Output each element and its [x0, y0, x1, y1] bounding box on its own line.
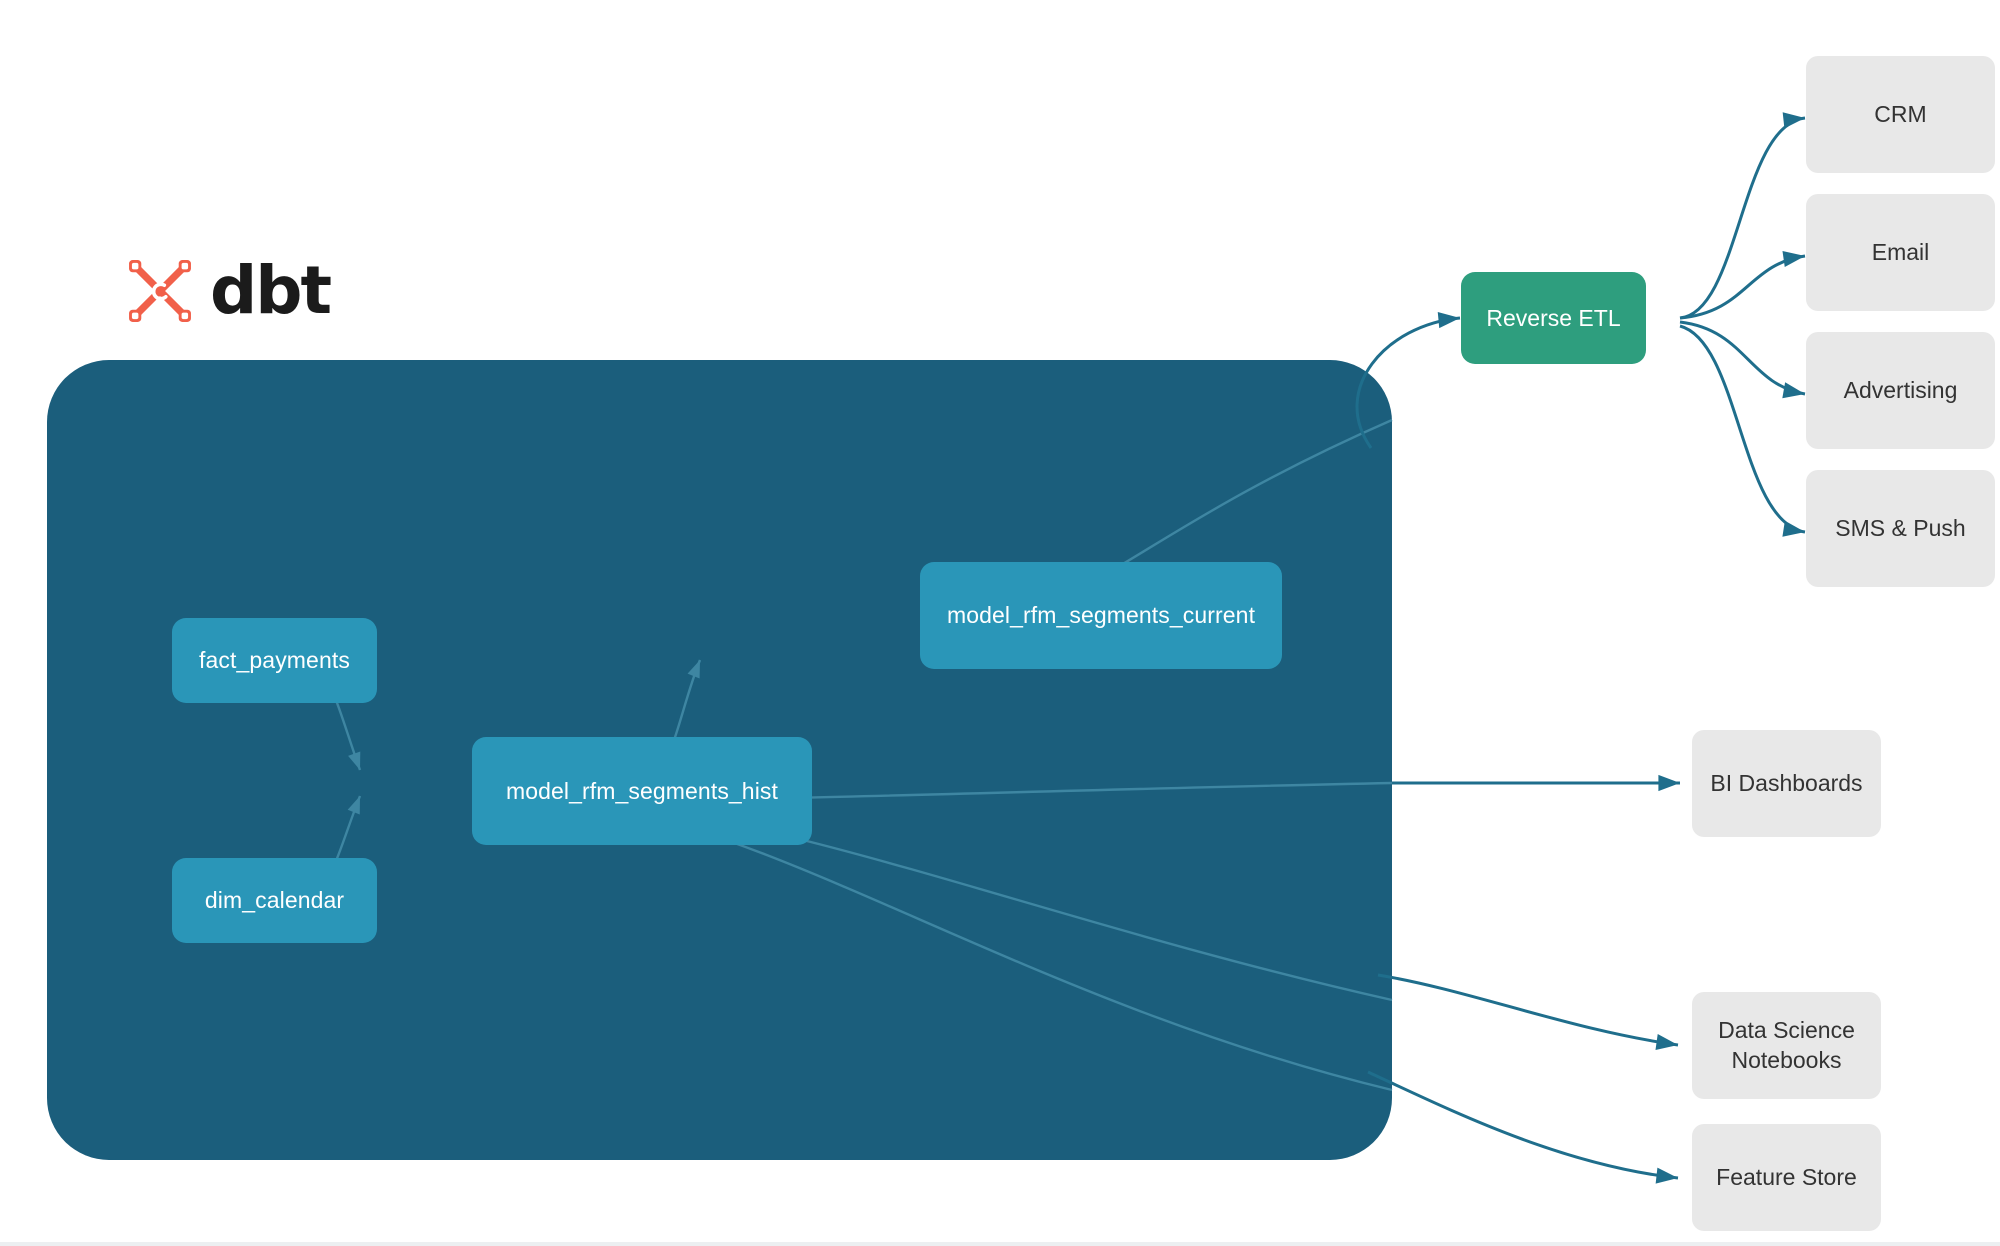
destination-node-feature-store[interactable]: Feature Store: [1692, 1124, 1881, 1231]
model-node-rfm-segments-hist[interactable]: model_rfm_segments_hist: [472, 737, 812, 845]
node-label: fact_payments: [199, 647, 350, 673]
bottom-divider: [0, 1242, 2000, 1246]
destination-node-data-science-notebooks[interactable]: Data Science Notebooks: [1692, 992, 1881, 1099]
node-label: Feature Store: [1716, 1163, 1857, 1190]
dbt-x-pinwheel-icon: [129, 260, 191, 322]
node-label: Reverse ETL: [1486, 304, 1621, 331]
edge-reverse-etl-to-email: [1679, 250, 1806, 320]
edge-container-to-reverse-etl: [1355, 311, 1461, 449]
edge-container-to-feature-store: [1367, 1070, 1679, 1184]
model-node-rfm-segments-current[interactable]: model_rfm_segments_current: [920, 562, 1282, 669]
node-label: model_rfm_segments_current: [946, 602, 1256, 628]
node-label: Advertising: [1843, 376, 1958, 403]
dbt-logo-text: dbt: [210, 252, 332, 329]
internal-edges: [292, 418, 1393, 1092]
node-label: dim_calendar: [204, 887, 345, 913]
edge-reverse-etl-to-crm: [1679, 112, 1806, 320]
dbt-logo: dbt: [124, 252, 332, 329]
edge-container-to-ds-notebooks: [1377, 973, 1679, 1051]
external-edges: [1355, 112, 1806, 1184]
edge-hist-out-fs: [628, 810, 1393, 1092]
destination-node-bi-dashboards[interactable]: BI Dashboards: [1692, 730, 1881, 837]
model-node-fact-payments[interactable]: fact_payments: [172, 618, 377, 703]
node-label: Email: [1871, 238, 1930, 265]
node-label: model_rfm_segments_hist: [505, 777, 779, 804]
model-node-dim-calendar[interactable]: dim_calendar: [172, 858, 377, 943]
edge-reverse-etl-to-sms-push: [1679, 324, 1806, 537]
node-label: CRM: [1874, 100, 1927, 127]
node-label: SMS & Push: [1835, 514, 1966, 541]
reverse-etl-node[interactable]: Reverse ETL: [1461, 272, 1646, 364]
destination-node-sms-push[interactable]: SMS & Push: [1806, 470, 1995, 587]
destination-node-advertising[interactable]: Advertising: [1806, 332, 1995, 449]
node-label: BI Dashboards: [1710, 769, 1863, 796]
destination-node-crm[interactable]: CRM: [1806, 56, 1995, 173]
edge-reverse-etl-to-advertising: [1679, 320, 1806, 399]
node-label: Data Science Notebooks: [1718, 1017, 1855, 1073]
destination-node-email[interactable]: Email: [1806, 194, 1995, 311]
